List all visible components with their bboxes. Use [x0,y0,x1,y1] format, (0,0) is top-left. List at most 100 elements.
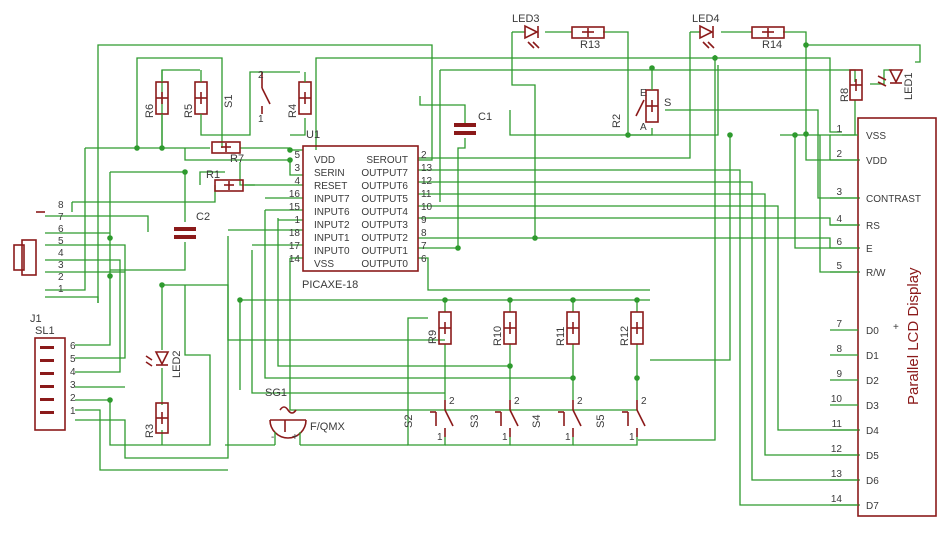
potentiometer-r2 [635,82,659,123]
chip-left-pin-name: VDD [314,155,335,166]
sl1-pin-num: 1 [70,406,76,417]
buzzer-sg1 [269,406,307,445]
sl1-pin-num: 6 [70,341,76,352]
resistor-r7 [211,141,241,154]
chip-left-pin-num: 16 [289,189,301,200]
lcd-pin-name: D6 [866,476,879,487]
chip-right-pin-name: OUTPUT2 [361,233,408,244]
label-s1: S1 [223,95,235,108]
j1-pin-num: 8 [58,200,64,211]
lcd-pin-name: D1 [866,351,879,362]
chip-right-pin-name: OUTPUT6 [361,181,408,192]
label-j1: J1 [30,313,42,325]
chip-left-pin-name: RESET [314,181,347,192]
chip-right-pin-num: 9 [421,215,427,226]
chip-right-pin-name: OUTPUT1 [361,246,408,257]
lcd-pin-num: 8 [836,344,842,355]
lcd-pin-labels: 1VSS2VDD3CONTRAST4RS6E5R/W7D08D19D210D31… [830,124,921,512]
j1-pin-num: 5 [58,236,64,247]
label-chip-name: PICAXE-18 [302,279,358,291]
resistor-r10 [503,311,517,345]
j1-pin-num: 1 [58,284,64,295]
lcd-pin-num: 5 [836,261,842,272]
chip-left-pin-name: SERIN [314,168,345,179]
lcd-pin-num: 2 [836,149,842,160]
chip-right-pin-num: 11 [421,189,432,200]
chip-left-pin-name: INPUT7 [314,194,350,205]
chip-right-pin-num: 10 [421,202,433,213]
label-u1: U1 [306,129,320,141]
lcd-pin-name: D4 [866,426,879,437]
lcd-pin-name: E [866,244,873,255]
label-r10: R10 [492,326,504,346]
label-led4: LED4 [692,13,720,25]
chip-left-pin-name: INPUT1 [314,233,350,244]
s5-pin1: 1 [629,432,635,443]
chip-right-pin-num: 12 [421,176,433,187]
j1-pin-num: 6 [58,224,64,235]
led-led2 [145,351,170,367]
lcd-pin-num: 14 [831,494,843,505]
lcd-pin-num: 6 [836,237,842,248]
lcd-pin-num: 1 [836,124,842,135]
j1-pin-num: 7 [58,212,64,223]
capacitor-c2 [174,227,196,239]
wires [45,31,921,506]
chip-right-pin-num: 6 [421,254,427,265]
resistor-r3 [155,402,169,434]
label-r6: R6 [144,104,156,118]
resistor-r13 [571,26,605,39]
pot-label-a: A [640,122,647,133]
chip-left-pin-name: INPUT6 [314,207,350,218]
chip-left-pin-name: INPUT2 [314,220,350,231]
picaxe-chip [302,145,419,272]
resistor-r9 [438,311,452,345]
s1-pin1: 1 [258,114,264,125]
label-sg1-value: F/QMX [310,421,345,433]
s4-pin2: 2 [577,396,583,407]
chip-left-pin-num: 1 [294,215,300,226]
lcd-pin-num: 11 [832,419,843,430]
label-r12: R12 [619,326,631,346]
s5-pin2: 2 [641,396,647,407]
led-led4 [699,24,715,49]
s4-pin1: 1 [565,432,571,443]
chip-left-pin-num: 5 [294,150,300,161]
label-c1: C1 [478,111,492,123]
label-r3: R3 [144,424,156,438]
sl1-pin-num: 3 [70,380,76,391]
lcd-pin-num: 12 [831,444,843,455]
connector-j1 [13,211,45,276]
labels: LED3 R13 LED4 R14 R6 R5 S1 R4 U1 C1 R2 S… [30,13,922,443]
chip-right-pin-num: 8 [421,228,427,239]
lcd-plus-sign: + [893,322,899,333]
sg1-plus: + [292,432,298,443]
chip-right-pin-name: OUTPUT4 [361,207,408,218]
label-led1: LED1 [903,72,915,100]
j1-pin-num: 3 [58,260,64,271]
label-r2: R2 [611,114,623,128]
junction-dots [107,42,809,403]
chip-left-pin-num: 4 [294,176,300,187]
label-led3: LED3 [512,13,540,25]
label-sg1: SG1 [265,387,287,399]
lcd-pin-name: VDD [866,156,887,167]
sl1-pin-num: 5 [70,354,76,365]
lcd-pin-name: D7 [866,501,879,512]
chip-left-pin-num: 18 [289,228,301,239]
switch-s2 [430,400,454,437]
chip-left-pin-num: 14 [289,254,301,265]
switch-s1 [261,72,271,114]
lcd-pin-name: D0 [866,326,879,337]
capacitor-c1 [454,115,476,135]
sg1-minus: - [271,432,274,443]
lcd-pin-name: VSS [866,131,886,142]
label-s5: S5 [595,415,607,428]
lcd-pin-num: 3 [836,187,842,198]
led-led3 [524,24,540,49]
led-led1 [877,69,904,87]
chip-right-pin-name: OUTPUT5 [361,194,408,205]
lcd-pin-name: D5 [866,451,879,462]
